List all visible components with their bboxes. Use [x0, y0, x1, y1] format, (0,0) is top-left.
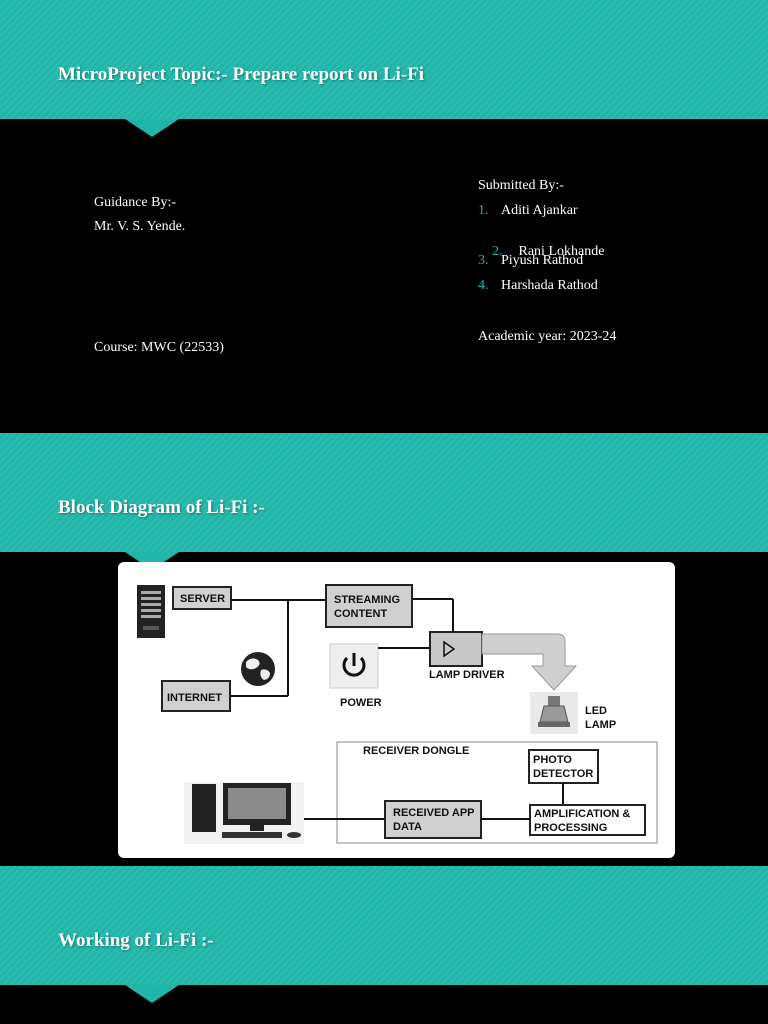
block-diagram: SERVER STREAMING CONTENT INTERNET POWER [118, 562, 675, 858]
guidance-label: Guidance By:- [94, 195, 177, 210]
member-item: 4. Harshada Rathod [478, 278, 598, 294]
server-label: SERVER [180, 593, 225, 605]
member-name: Harshada Rathod [501, 278, 598, 293]
member-number: 1. [478, 203, 489, 218]
slide3-title: Working of Li-Fi :- [58, 930, 214, 951]
received-app-data-box [384, 800, 482, 839]
slide2-header-band: Block Diagram of Li-Fi :- [0, 433, 768, 570]
photo-label: PHOTO [533, 754, 572, 766]
lamp-label: LAMP [585, 719, 616, 731]
amplification-label: AMPLIFICATION & [534, 808, 630, 820]
guide-name: Mr. V. S. Yende. [94, 219, 186, 234]
lamp-driver-box [429, 631, 483, 667]
power-label: POWER [340, 697, 382, 709]
member-name: Rani Lokhande [515, 244, 605, 259]
data-label: DATA [393, 821, 422, 833]
submitted-label: Submitted By:- [478, 178, 564, 193]
academic-year: Academic year: 2023-24 [478, 329, 617, 344]
slide1-title: MicroProject Topic:- Prepare report on L… [58, 64, 425, 85]
detector-label: DETECTOR [533, 768, 593, 780]
server-box [172, 586, 232, 610]
slide3-header-band: Working of Li-Fi :- [0, 866, 768, 1003]
member-item: 3. Piyush Rathod [478, 253, 583, 269]
internet-box [161, 680, 231, 712]
globe-icon [241, 652, 275, 686]
photo-detector-box [528, 749, 599, 784]
amplification-box [529, 804, 646, 836]
course-info: Course: MWC (22533) [94, 340, 224, 355]
slide3-notch [125, 985, 179, 1003]
streaming-content-box [325, 584, 413, 628]
receiver-dongle-frame [336, 741, 658, 844]
led-lamp-icon [530, 692, 578, 734]
receiver-dongle-label: RECEIVER DONGLE [363, 745, 469, 757]
lamp-driver-label: LAMP DRIVER [429, 669, 505, 681]
member-item: 1. Aditi Ajankar [478, 203, 578, 219]
internet-label: INTERNET [167, 692, 222, 704]
member-number: 2. [492, 244, 503, 259]
slide1-header-band: MicroProject Topic:- Prepare report on L… [0, 0, 768, 137]
streaming-label: STREAMING [334, 594, 400, 606]
processing-label: PROCESSING [534, 822, 607, 834]
member-name: Piyush Rathod [501, 253, 584, 268]
member-number: 3. [478, 253, 489, 268]
member-number: 4. [478, 278, 489, 293]
slide2-title: Block Diagram of Li-Fi :- [58, 497, 265, 518]
led-label: LED [585, 705, 607, 717]
content-label: CONTENT [334, 608, 387, 620]
light-beam-arrow-icon [481, 633, 578, 691]
member-item: 2. Rani Lokhande [478, 228, 604, 276]
server-icon [137, 585, 165, 638]
member-name: Aditi Ajankar [501, 203, 578, 218]
computer-icon [184, 782, 304, 844]
power-icon [329, 643, 379, 689]
slide1-notch [125, 119, 179, 137]
received-app-label: RECEIVED APP [393, 807, 475, 819]
